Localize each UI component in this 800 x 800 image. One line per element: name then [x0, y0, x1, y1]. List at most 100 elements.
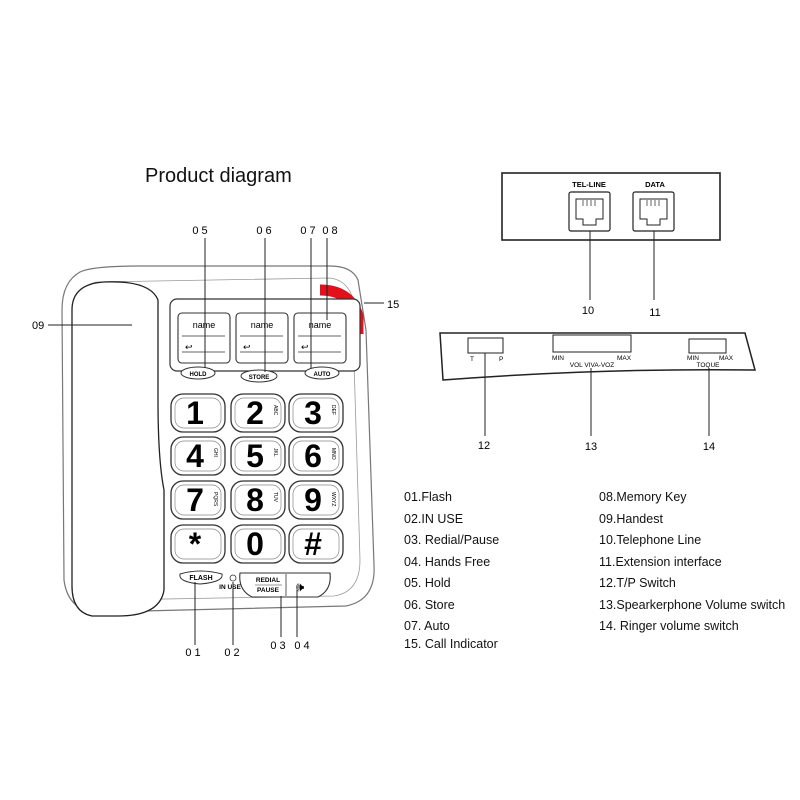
keypad-digit: 3 [304, 395, 322, 431]
handset-icon: ↩ [185, 342, 193, 352]
keypad-letters: WXYZ [330, 492, 336, 506]
switch-panel [439, 332, 756, 381]
keypad-key[interactable]: 1 [170, 393, 226, 433]
legend-item: 04. Hands Free [404, 555, 491, 569]
hands-free-button[interactable]: 🕪 [296, 579, 304, 594]
legend-item: 07. Auto [404, 619, 450, 633]
tp-t-label: T [470, 356, 474, 363]
toque-label: TOQUE [697, 362, 721, 369]
legend-item: 02.IN USE [404, 512, 464, 526]
data-jack[interactable] [632, 191, 675, 232]
keypad-digit: # [304, 526, 322, 562]
keypad-key[interactable]: 7 PQRS [170, 480, 226, 520]
tel-line-jack[interactable] [568, 191, 611, 232]
tp-switch[interactable] [467, 337, 504, 354]
legend-item: 09.Handest [599, 512, 663, 526]
legend-item: 03. Redial/Pause [404, 533, 500, 547]
keypad-key[interactable]: 0 [230, 524, 286, 564]
handset-icon: ↩ [301, 342, 309, 352]
legend-item: 08.Memory Key [599, 490, 687, 504]
in-use-led [229, 574, 237, 582]
flash-button[interactable]: FLASH [179, 570, 223, 585]
hold-button[interactable]: HOLD [180, 366, 216, 380]
callout-lines [48, 238, 384, 645]
memory-key-label: name [251, 320, 274, 330]
callout-06: 0 6 [256, 225, 271, 237]
data-label: DATA [645, 180, 665, 189]
memory-key-label: name [193, 320, 216, 330]
redial-pause-button[interactable]: REDIAL PAUSE [239, 572, 331, 598]
ring-max-label: MAX [719, 355, 734, 362]
keypad-digit: 5 [246, 438, 264, 474]
connector-panel [501, 172, 721, 241]
keypad-letters: ABC [272, 405, 278, 416]
page-title: Product diagram [145, 165, 292, 187]
callout-01: 0 1 [185, 647, 200, 659]
keypad-key[interactable]: # [288, 524, 344, 564]
keypad-digit: 1 [186, 395, 204, 431]
keypad-key[interactable]: 6 MNO [288, 436, 344, 476]
legend-item: 05. Hold [404, 576, 451, 590]
keypad-key[interactable]: 8 TUV [230, 480, 286, 520]
legend-item: 14. Ringer volume switch [599, 619, 739, 633]
callout-03: 0 3 [270, 640, 285, 652]
legend-item: 06. Store [404, 598, 455, 612]
memory-key-label: name [309, 320, 332, 330]
handset [71, 281, 165, 617]
keypad-digit: 4 [186, 438, 204, 474]
callout-14: 14 [703, 441, 715, 453]
keypad-key[interactable]: 5 JKL [230, 436, 286, 476]
legend-item: 15. Call Indicator [404, 637, 498, 651]
handset-icon: ↩ [243, 342, 251, 352]
speaker-icon: 🕪 [296, 579, 304, 594]
hold-label: HOLD [190, 372, 208, 378]
speakerphone-volume-switch[interactable] [552, 334, 632, 353]
keypad-digit: 8 [246, 482, 264, 518]
callout-05: 0 5 [192, 225, 207, 237]
vol-viva-voz-label: VOL VIVA-VOZ [570, 362, 614, 369]
auto-label: AUTO [314, 372, 331, 378]
callout-02: 0 2 [224, 647, 239, 659]
callout-09: 09 [32, 320, 44, 332]
vol-max-label: MAX [617, 355, 632, 362]
callout-04: 0 4 [294, 640, 309, 652]
keypad-key[interactable]: 3 DEF [288, 393, 344, 433]
tp-p-label: P [499, 356, 503, 363]
keypad-digit: 0 [246, 526, 264, 562]
redial-label: REDIAL [256, 577, 280, 584]
legend-item: 01.Flash [404, 490, 452, 504]
memory-key[interactable]: name ↩ [235, 312, 289, 364]
callout-08: 0 8 [322, 225, 337, 237]
store-label: STORE [249, 375, 270, 381]
keypad-letters: JKL [272, 448, 278, 457]
phone-body [61, 265, 375, 613]
auto-button[interactable]: AUTO [304, 366, 340, 380]
callout-13: 13 [585, 441, 597, 453]
keypad-digit: * [189, 526, 202, 562]
callout-15: 15 [387, 299, 399, 311]
legend-item: 11.Extension interface [599, 555, 722, 569]
memory-key[interactable]: name ↩ [293, 312, 347, 364]
keypad-key[interactable]: 2 ABC [230, 393, 286, 433]
keypad-letters: MNO [330, 448, 336, 460]
ringer-volume-switch[interactable] [688, 338, 727, 354]
legend-item: 13.Spearkerphone Volume switch [599, 598, 786, 612]
callout-10: 10 [582, 305, 594, 317]
store-button[interactable]: STORE [240, 369, 278, 383]
keypad-letters: PQRS [212, 492, 218, 507]
keypad-letters: TUV [272, 492, 278, 503]
legend-item: 10.Telephone Line [599, 533, 702, 547]
keypad-digit: 6 [304, 438, 322, 474]
callout-12: 12 [478, 440, 490, 452]
keypad-letters: DEF [330, 405, 336, 415]
flash-label: FLASH [189, 575, 212, 582]
keypad-digit: 2 [246, 395, 264, 431]
pause-label: PAUSE [257, 587, 280, 594]
keypad-digit: 7 [186, 482, 204, 518]
keypad-key[interactable]: * [170, 524, 226, 564]
memory-key[interactable]: name ↩ [177, 312, 231, 364]
